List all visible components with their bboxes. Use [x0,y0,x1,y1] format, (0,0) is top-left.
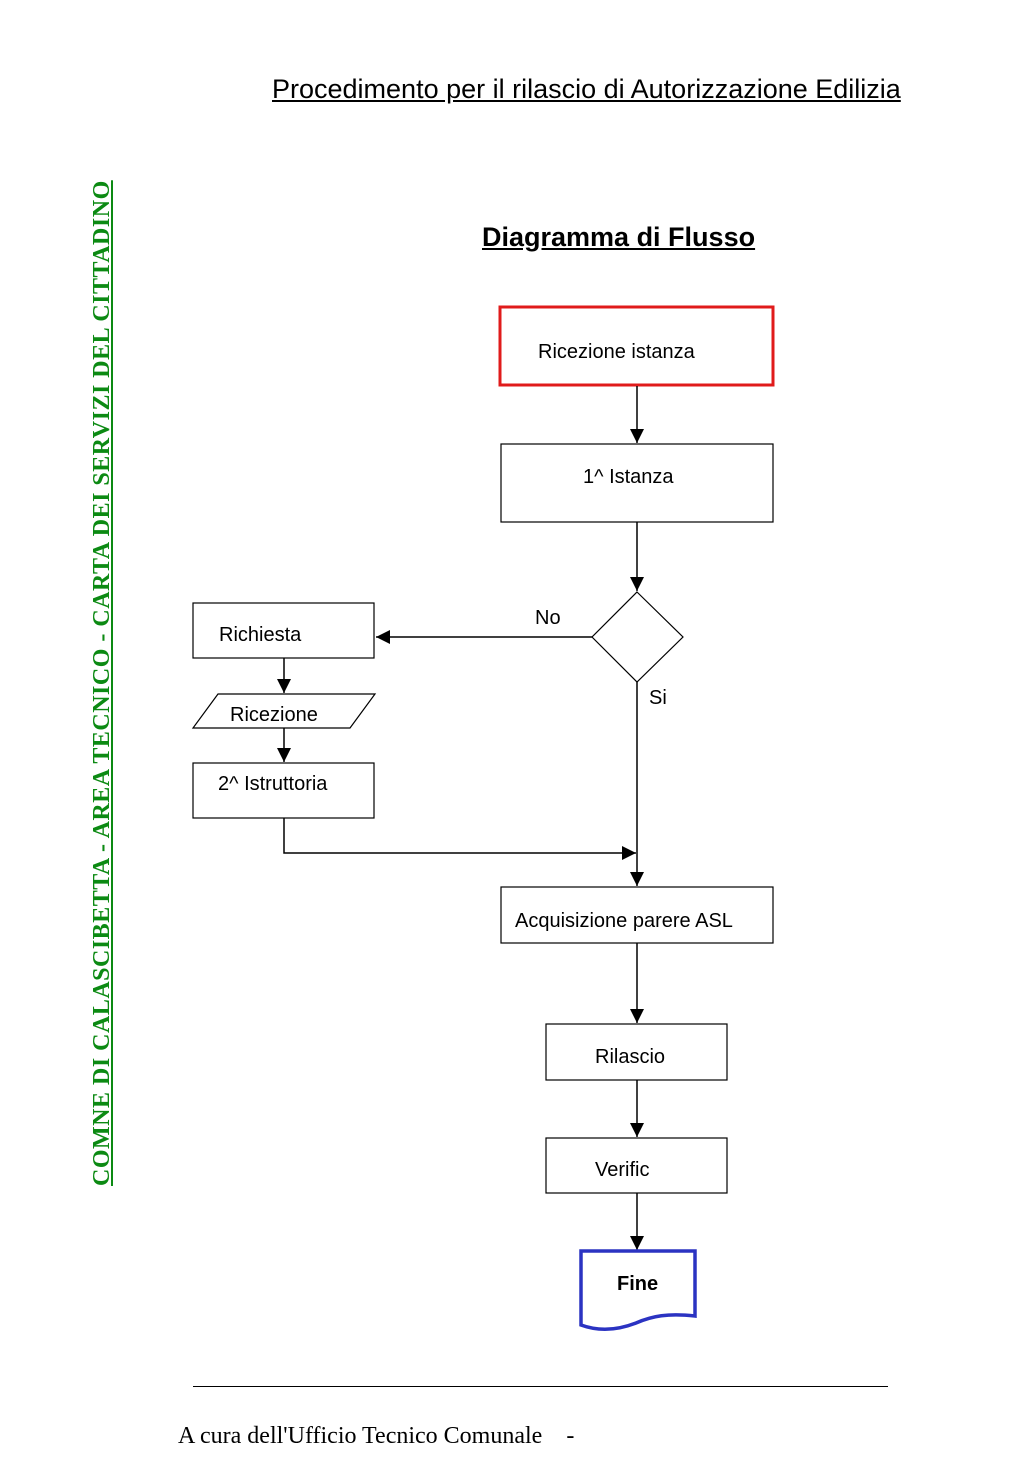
diagram-title: Diagramma di Flusso [482,222,756,252]
node-fine-label: Fine [617,1273,658,1295]
node-verific-label: Verific [595,1159,649,1181]
node-ricezione-istanza: Ricezione istanza [498,305,775,387]
node-richiesta: Richiesta [192,602,375,659]
node-istanza-1-label: 1^ Istanza [583,466,674,488]
node-acquisizione-parere: Acquisizione parere ASL [500,886,774,944]
node-rilascio: Rilascio [545,1023,728,1081]
page-title: Procedimento per il rilascio di Autorizz… [272,74,901,104]
decision-diamond [591,591,684,683]
label-si: Si [649,687,667,709]
label-no: No [535,607,561,629]
node-verific: Verific [545,1137,728,1194]
node-rilascio-label: Rilascio [595,1046,665,1068]
node-fine: Fine [579,1249,697,1332]
footer-divider [193,1386,888,1387]
node-istruttoria-2-label: 2^ Istruttoria [218,773,328,795]
footer-credit: A cura dell'Ufficio Tecnico Comunale - [178,1423,575,1449]
node-istruttoria-2: 2^ Istruttoria [192,762,375,819]
node-ricezione-istanza-label: Ricezione istanza [538,341,696,363]
node-istanza-1: 1^ Istanza [500,443,774,523]
node-acquisizione-parere-label: Acquisizione parere ASL [515,910,733,932]
edge-istruttoria-merge [283,818,636,860]
node-ricezione: Ricezione [191,693,377,729]
node-ricezione-label: Ricezione [230,704,318,726]
node-richiesta-label: Richiesta [219,624,302,646]
